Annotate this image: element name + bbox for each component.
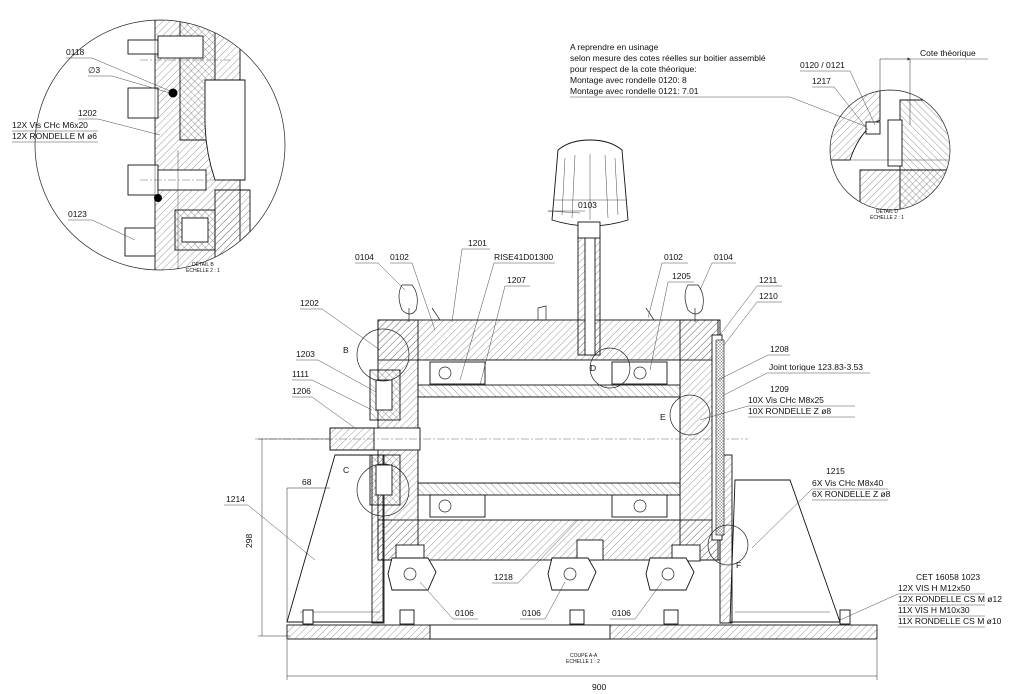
note-line-2: selon mesure des cotes réelles sur boiti…	[570, 53, 766, 63]
detail-marker-f: F	[736, 560, 741, 570]
note-line-3: pour respect de la cote théorique:	[570, 64, 697, 74]
label-rondelle-m10: 11X RONDELLE CS M ø10	[898, 616, 1002, 626]
dim-900: 900	[592, 682, 606, 692]
detail-marker-b: B	[343, 345, 349, 355]
label-1209: 1209	[770, 384, 789, 394]
detail-d-note: A reprendre en usinage selon mesure des …	[570, 42, 871, 129]
dim-298: 298	[244, 534, 254, 548]
dim-68: 68	[302, 477, 312, 487]
label-1214: 1214	[226, 494, 245, 504]
label-dia3: ∅3	[88, 65, 100, 75]
label-0106-a: 0106	[455, 608, 474, 618]
label-0104-left: 0104	[355, 252, 374, 262]
label-0104-right: 0104	[714, 252, 733, 262]
label-rise41d01300: RISE41D01300	[494, 252, 553, 262]
section-a-a: B C D E F 298 68 900 0103 0104 0102 1201…	[224, 139, 1002, 692]
label-1210: 1210	[759, 291, 778, 301]
detail-d-scale: ECHELLE 2 : 1	[870, 215, 904, 221]
label-rondelle-m8-a: 10X RONDELLE Z ø8	[748, 406, 831, 416]
note-line-5: Montage avec rondelle 0121: 7.01	[570, 86, 699, 96]
label-1111: 1111	[292, 369, 309, 379]
label-1217: 1217	[812, 76, 831, 86]
label-vis-m8x25: 10X Vis CHc M8x25	[748, 395, 824, 405]
label-0102-right: 0102	[664, 252, 683, 262]
label-1203: 1203	[296, 349, 315, 359]
label-0123: 0123	[68, 209, 87, 219]
label-1202-b: 1202	[78, 108, 97, 118]
detail-b: 0118 ∅3 1202 12X Vis CHc M6x20 12X RONDE…	[12, 19, 286, 274]
label-0118: 0118	[66, 47, 85, 57]
note-line-1: A reprendre en usinage	[570, 42, 659, 52]
detail-marker-c: C	[343, 465, 349, 475]
label-1202: 1202	[300, 298, 319, 308]
label-rondelle-m12: 12X RONDELLE CS M ø12	[898, 594, 1002, 604]
label-0106-c: 0106	[612, 608, 631, 618]
label-0103: 0103	[578, 200, 597, 210]
detail-marker-e: E	[660, 412, 666, 422]
label-vis-m6: 12X Vis CHc M6x20	[12, 120, 88, 130]
section-caption: COUPE A-A	[570, 653, 598, 659]
label-1201: 1201	[468, 238, 487, 248]
label-rondelle-m8-b: 6X RONDELLE Z ø8	[812, 489, 891, 499]
label-1211: 1211	[759, 275, 778, 285]
label-0120-0121: 0120 / 0121	[800, 60, 845, 70]
label-cet: CET 16058 1023	[916, 572, 980, 582]
label-0102-left: 0102	[390, 252, 409, 262]
label-1215: 1215	[826, 466, 845, 476]
label-1208: 1208	[770, 344, 789, 354]
detail-d: Cote théorique 0120 / 0121 1217 DÉTAIL D…	[800, 48, 988, 221]
label-1207: 1207	[507, 275, 526, 285]
note-line-4: Montage avec rondelle 0120: 8	[570, 75, 687, 85]
detail-b-caption: DÉTAIL B	[192, 261, 214, 268]
label-cote-theorique: Cote théorique	[920, 48, 976, 58]
detail-marker-d: D	[590, 363, 596, 373]
detail-d-caption: DÉTAIL D	[876, 208, 898, 215]
label-1205: 1205	[672, 271, 691, 281]
label-rondelle-m6: 12X RONDELLE M ø6	[12, 131, 97, 141]
section-scale: ECHELLE 1 : 2	[566, 659, 600, 665]
label-joint-torique: Joint torique 123.83-3.53	[769, 362, 863, 372]
label-vis-m10: 11X VIS H M10x30	[898, 605, 970, 615]
label-vis-m12: 12X VIS H M12x50	[898, 583, 971, 593]
label-1218: 1218	[494, 572, 513, 582]
detail-b-scale: ECHELLE 2 : 1	[186, 268, 220, 274]
label-0106-b: 0106	[522, 608, 541, 618]
label-1206: 1206	[292, 386, 311, 396]
label-vis-m8x40: 6X Vis CHc M8x40	[812, 478, 883, 488]
